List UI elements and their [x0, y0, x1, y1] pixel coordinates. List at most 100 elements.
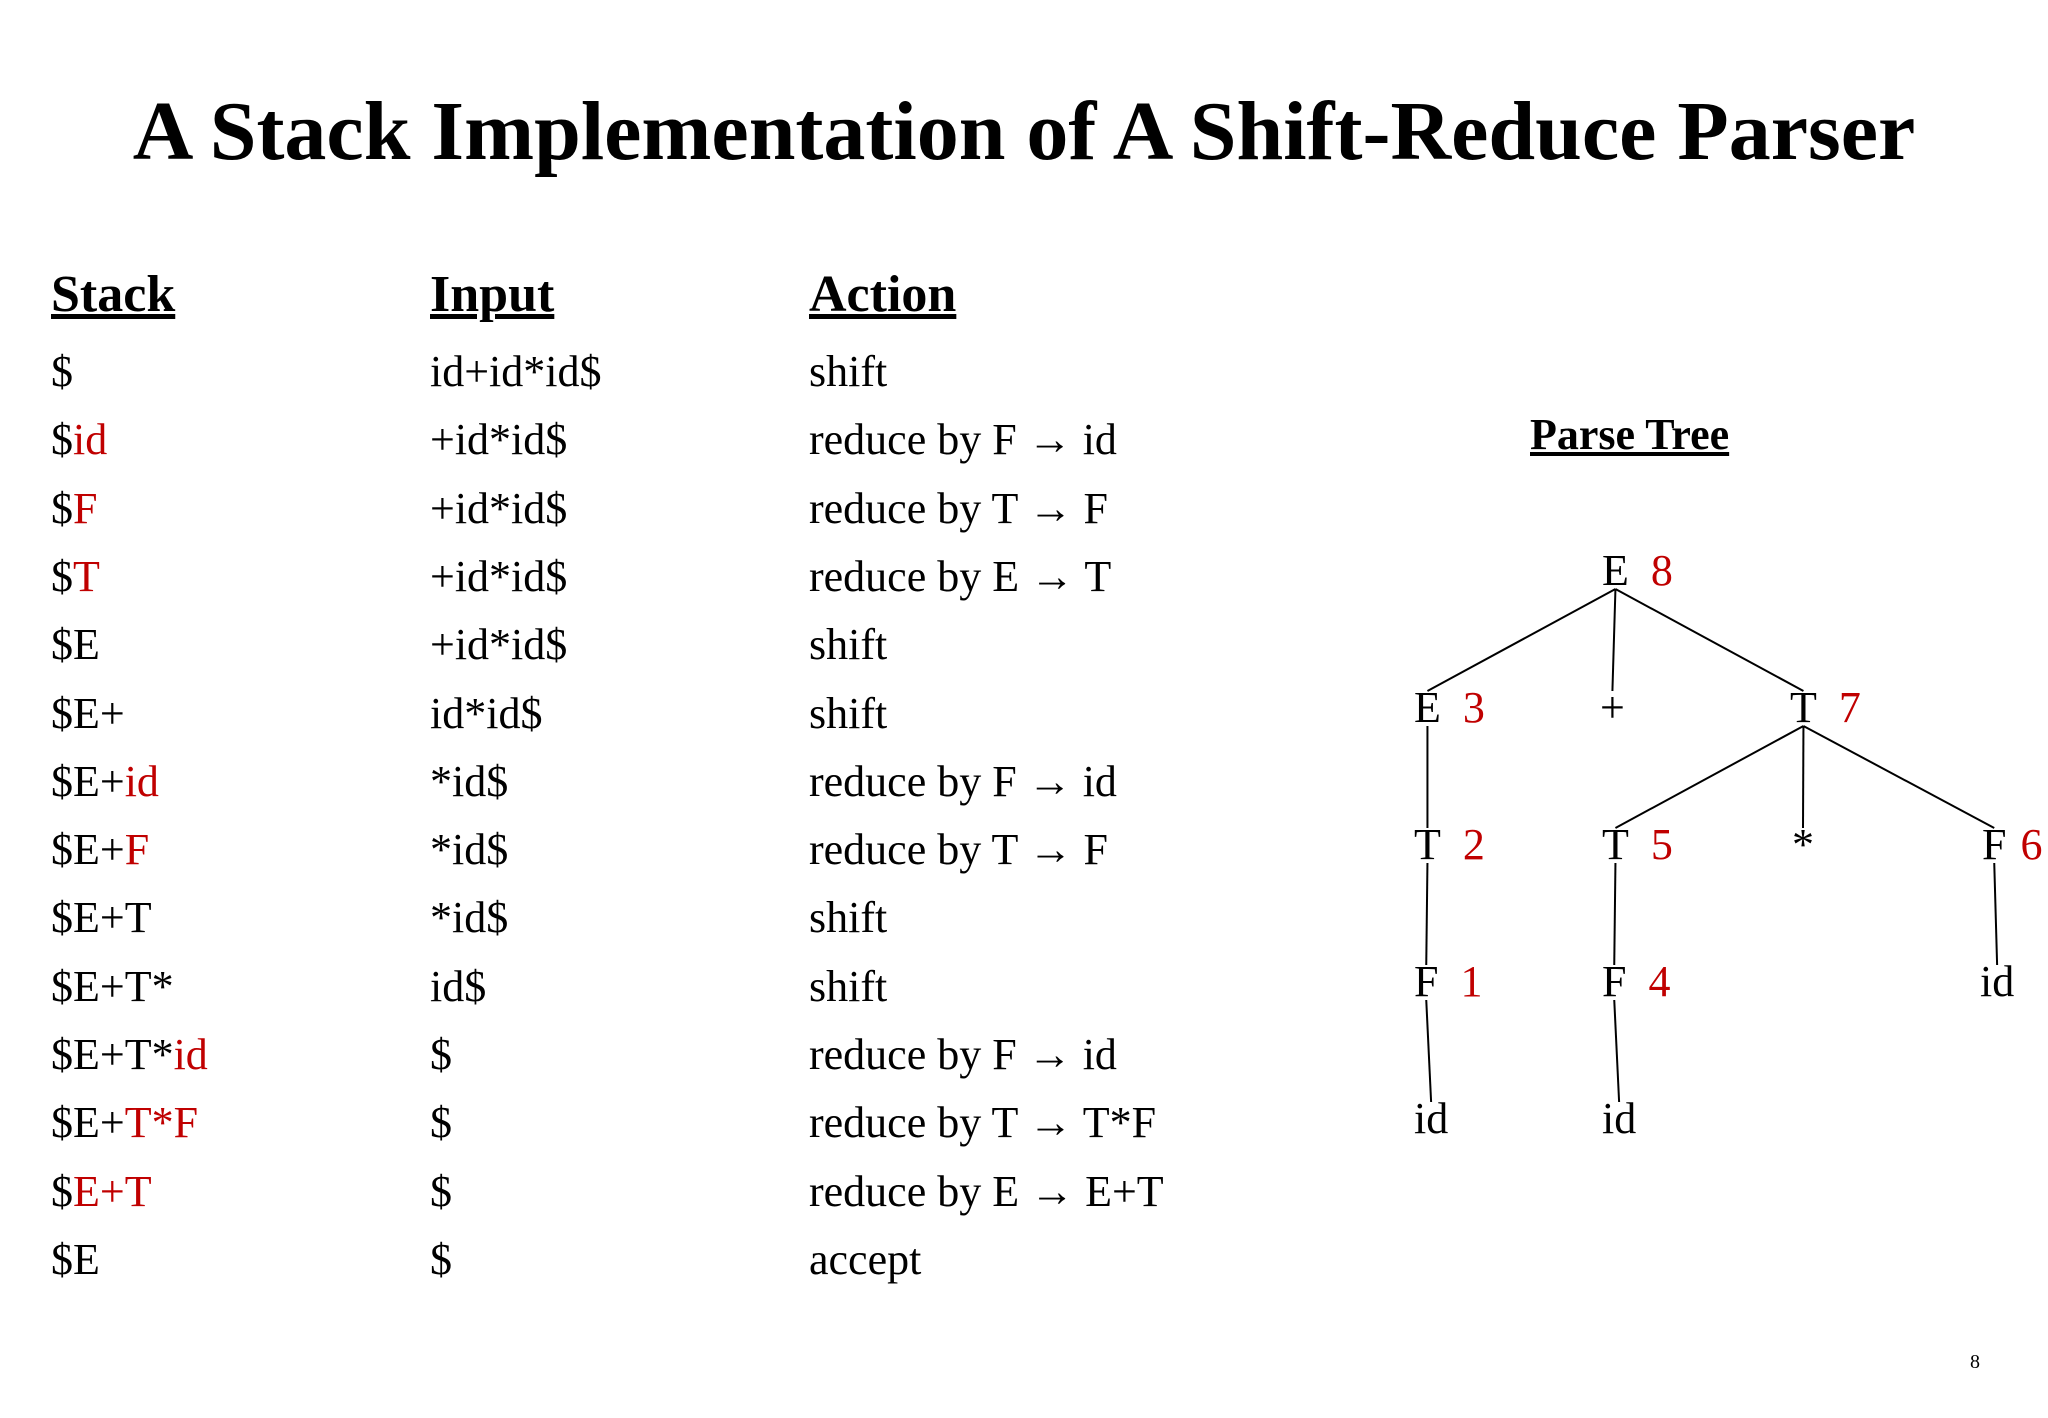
table-row: $E+id *id$ reduce by F → id	[0, 752, 1300, 820]
stack-prefix: $	[51, 483, 73, 533]
stack-prefix: $E+	[51, 688, 125, 738]
node-label: T	[1602, 820, 1629, 869]
node-label: id	[1602, 1094, 1637, 1143]
node-label: *	[1792, 820, 1814, 869]
stack-prefix: $E+	[51, 1098, 125, 1148]
node-order-number: 2	[1462, 820, 1485, 869]
stack-prefix: $E+T*	[51, 1030, 174, 1079]
tree-edge-E8-plus	[1611, 588, 1617, 692]
action-cell: reduce by T → F	[809, 483, 1108, 533]
node-order-number: 3	[1462, 683, 1485, 732]
action-cell: shift	[809, 893, 888, 943]
tree-edge-F4-id2	[1613, 999, 1621, 1103]
input-cell: $	[430, 1098, 452, 1148]
slide-title: A Stack Implementation of A Shift-Reduce…	[132, 85, 1916, 178]
stack-prefix: $	[51, 347, 73, 396]
stack-prefix: $	[51, 1166, 73, 1216]
table-row: $E+T*id$reduce by F → id	[0, 1025, 1300, 1093]
stack-prefix: $	[51, 415, 73, 465]
tree-node-id-under-F6: id	[1980, 952, 2014, 1012]
input-cell: +id*id$	[430, 551, 568, 601]
action-cell: reduce by F → id	[809, 756, 1117, 806]
stack-cell: $E	[51, 1230, 100, 1290]
stack-top-highlight: id	[124, 756, 159, 806]
input-cell: id$	[430, 961, 487, 1011]
table-row: $E+F *id$ reduce by T → F	[0, 820, 1300, 888]
action-cell: reduce by F → id	[809, 415, 1117, 465]
stack-cell: $E+F	[51, 820, 149, 880]
input-cell: id+id*id$	[430, 347, 602, 396]
node-label: +	[1600, 683, 1625, 732]
tree-edge-T2-F1	[1425, 862, 1429, 966]
input-cell: $	[430, 1166, 452, 1216]
stack-cell: $E+	[51, 684, 125, 744]
stack-cell: $F	[51, 479, 97, 539]
stack-prefix: $E	[51, 620, 100, 670]
stack-cell: $id	[51, 410, 107, 470]
node-order-number: 5	[1650, 820, 1673, 869]
tree-edge-T7-T5	[1614, 725, 1804, 829]
stack-prefix: $E+T	[51, 893, 152, 943]
input-cell: +id*id$	[430, 415, 568, 465]
stack-cell: $	[51, 342, 73, 402]
table-row: $E+T*id$shift	[0, 888, 1300, 956]
tree-node-star: *	[1792, 815, 1814, 875]
stack-top-highlight: id	[73, 415, 108, 465]
stack-prefix: $	[51, 551, 73, 601]
page-number: 8	[1970, 1351, 1980, 1373]
node-label: id	[1980, 957, 2015, 1006]
table-row: $id+id*id$shift	[0, 342, 1300, 410]
stack-top-highlight: T*F	[124, 1098, 199, 1148]
action-cell: reduce by E → E+T	[809, 1166, 1164, 1216]
stack-top-highlight: id	[173, 1030, 208, 1079]
stack-top-highlight: E+T	[73, 1166, 152, 1216]
tree-node-id-under-F4: id	[1602, 1089, 1636, 1149]
node-order-number: 6	[2020, 820, 2043, 869]
stack-cell: $T	[51, 547, 100, 607]
stack-top-highlight: F	[73, 483, 98, 533]
stack-cell: $E+T*F	[51, 1093, 198, 1153]
node-label: id	[1414, 1094, 1449, 1143]
parse-tree-title: Parse Tree	[1530, 410, 1730, 459]
stack-column-header: Stack	[51, 266, 176, 323]
node-label: T	[1414, 820, 1441, 869]
action-cell: accept	[809, 1234, 922, 1284]
action-cell: shift	[809, 688, 888, 738]
stack-cell: $E+id	[51, 752, 159, 812]
table-row: $E+T$reduce by E → E+T	[0, 1162, 1300, 1230]
table-row: $F +id*id$ reduce by T → F	[0, 479, 1300, 547]
node-label: T	[1790, 683, 1817, 732]
node-label: F	[1602, 957, 1627, 1006]
input-cell: *id$	[430, 825, 509, 875]
stack-prefix: $E+	[51, 825, 125, 875]
input-cell: +id*id$	[430, 483, 568, 533]
table-row: $E+T* id$ shift	[0, 957, 1300, 1025]
node-label: E	[1602, 546, 1629, 595]
action-cell: shift	[809, 961, 888, 1011]
stack-prefix: $E+	[51, 756, 125, 806]
stack-cell: $E+T*id	[51, 1025, 208, 1085]
input-cell: +id*id$	[430, 620, 568, 670]
tree-node-id-under-F1: id	[1414, 1089, 1448, 1149]
input-cell: $	[430, 1030, 452, 1079]
stack-cell: $E+T	[51, 1162, 152, 1222]
stack-prefix: $E	[51, 1234, 100, 1284]
node-order-number: 8	[1650, 546, 1673, 595]
table-row: $E+id*id$shift	[0, 684, 1300, 752]
table-row: $T +id*id$ reduce by E → T	[0, 547, 1300, 615]
stack-prefix: $E+T*	[51, 961, 174, 1011]
action-cell: reduce by E → T	[809, 551, 1112, 601]
node-label: E	[1414, 683, 1441, 732]
tree-edge-E8-T7	[1614, 588, 1804, 692]
tree-edge-F6-id3	[1993, 862, 1999, 966]
node-label: F	[1982, 820, 2007, 869]
input-cell: *id$	[430, 756, 509, 806]
action-cell: shift	[809, 620, 888, 670]
stack-cell: $E+T*	[51, 957, 174, 1017]
action-cell: reduce by T → F	[809, 825, 1108, 875]
